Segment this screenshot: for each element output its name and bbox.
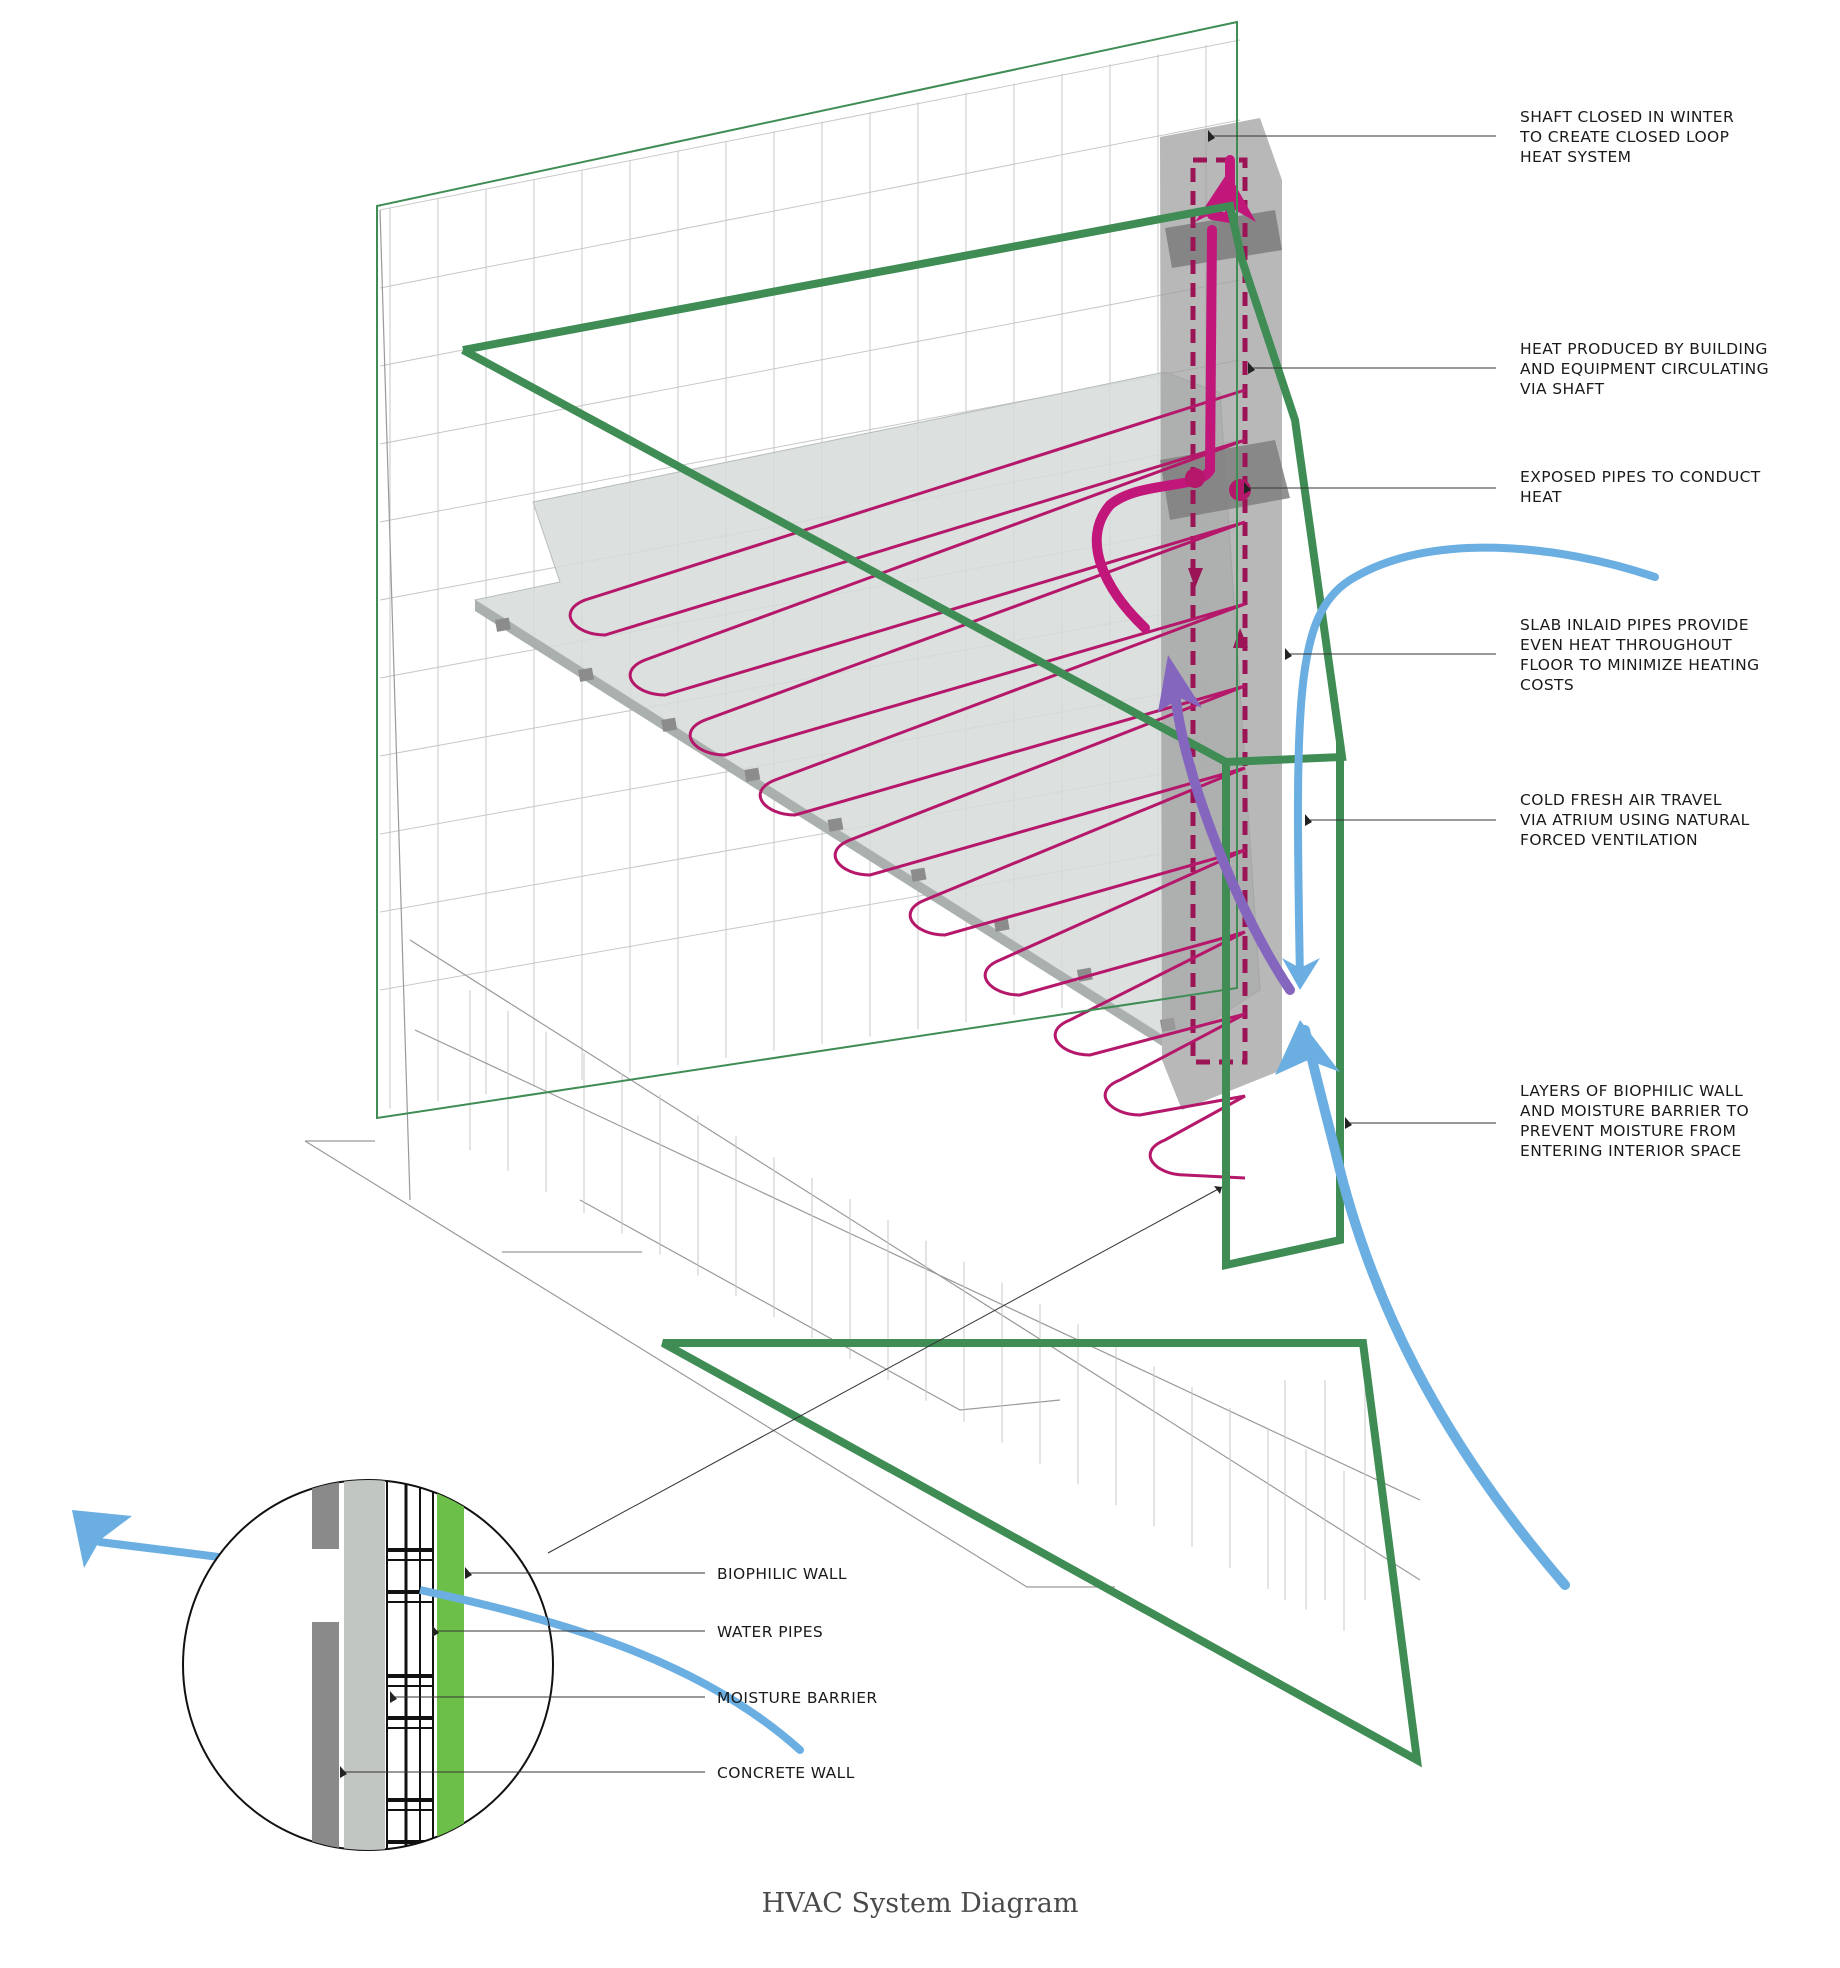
inset-label-water-pipes: WATER PIPES bbox=[717, 1623, 823, 1641]
inset-label-moisture-barrier: MOISTURE BARRIER bbox=[717, 1689, 878, 1707]
ground-plane bbox=[304, 1140, 1115, 1588]
inset-label-concrete-wall: CONCRETE WALL bbox=[717, 1764, 855, 1782]
floor-slab bbox=[473, 371, 1261, 1046]
slab-inlaid-pipes bbox=[568, 388, 1246, 1180]
inset-water-pipes bbox=[387, 1548, 433, 1844]
section-outlines bbox=[376, 20, 1422, 1768]
leader-lines bbox=[340, 130, 1496, 1778]
wall-section-inset bbox=[182, 1479, 554, 1851]
inset-label-biophilic-wall: BIOPHILIC WALL bbox=[717, 1565, 847, 1583]
purple-air-arrow bbox=[1158, 655, 1295, 995]
diagram-caption: HVAC System Diagram bbox=[762, 1888, 1079, 1919]
